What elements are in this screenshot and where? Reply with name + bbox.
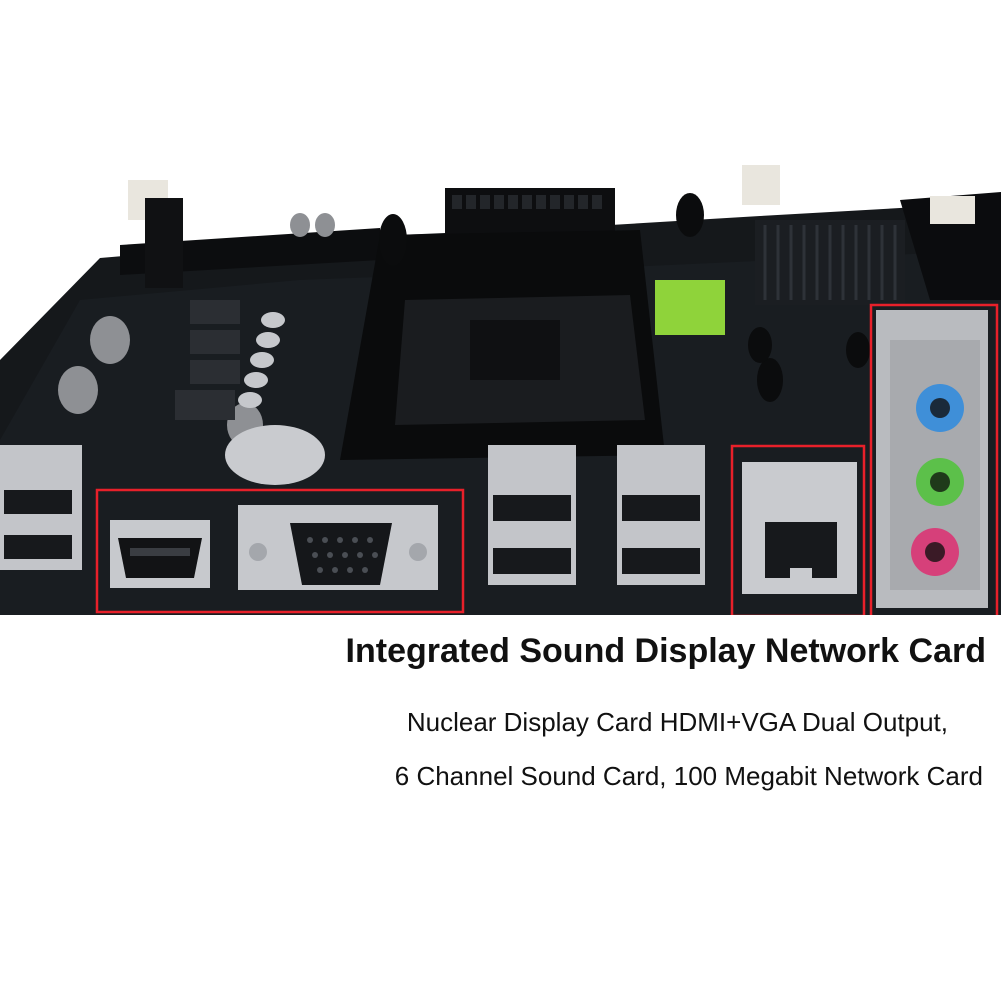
motherboard-photo <box>0 165 1001 615</box>
vga-port <box>238 505 438 590</box>
usb-ports-center <box>488 445 705 585</box>
highlight-sound-ports <box>869 303 999 615</box>
ram-slot-left <box>120 228 380 275</box>
caption-line-1: Nuclear Display Card HDMI+VGA Dual Outpu… <box>406 707 948 737</box>
caption-line-2: 6 Channel Sound Card, 100 Megabit Networ… <box>394 761 983 791</box>
caption-headline: Integrated Sound Display Network Card <box>345 632 986 670</box>
ethernet-port <box>742 462 857 594</box>
ram-slot-right <box>900 192 1001 300</box>
usb-ports-left <box>0 445 82 570</box>
hdmi-port <box>110 520 210 588</box>
highlight-display-ports <box>95 488 465 614</box>
cmos-battery <box>225 425 325 485</box>
audio-jacks-panel <box>876 310 988 608</box>
highlight-network-port <box>730 444 866 615</box>
